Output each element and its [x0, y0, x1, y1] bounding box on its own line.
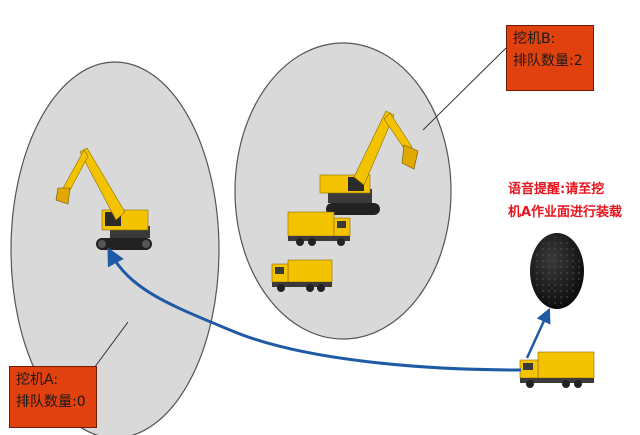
truck-to-speaker-arrow [525, 307, 551, 359]
excavator-a-name: 挖机A: [16, 372, 59, 388]
excavator-a-label: 挖机A: 排队数量:0 [9, 366, 97, 428]
excavator-a-queue: 排队数量:0 [16, 394, 86, 410]
excavator-b-icon [319, 110, 419, 215]
excavator-b-name: 挖机B: [513, 31, 556, 47]
voice-prompt-text: 语音提醒:请至挖 机A作业面进行装载 [508, 178, 634, 224]
excavator-b-queue: 排队数量:2 [513, 53, 583, 69]
voice-prompt-line-2: 机A作业面进行装载 [508, 205, 623, 220]
voice-prompt-line-1: 语音提醒:请至挖 [508, 182, 605, 197]
queued-truck-1-icon [287, 211, 351, 246]
route-to-excavator-a-arrow [107, 247, 522, 372]
voice-speaker-icon [530, 233, 584, 309]
excavator-a-icon [55, 147, 152, 250]
queued-truck-2-icon [271, 259, 333, 292]
callout-line-a [93, 321, 129, 369]
dispatched-truck-icon [519, 351, 595, 388]
callout-line-b [422, 47, 507, 131]
excavator-b-label: 挖机B: 排队数量:2 [506, 25, 594, 91]
